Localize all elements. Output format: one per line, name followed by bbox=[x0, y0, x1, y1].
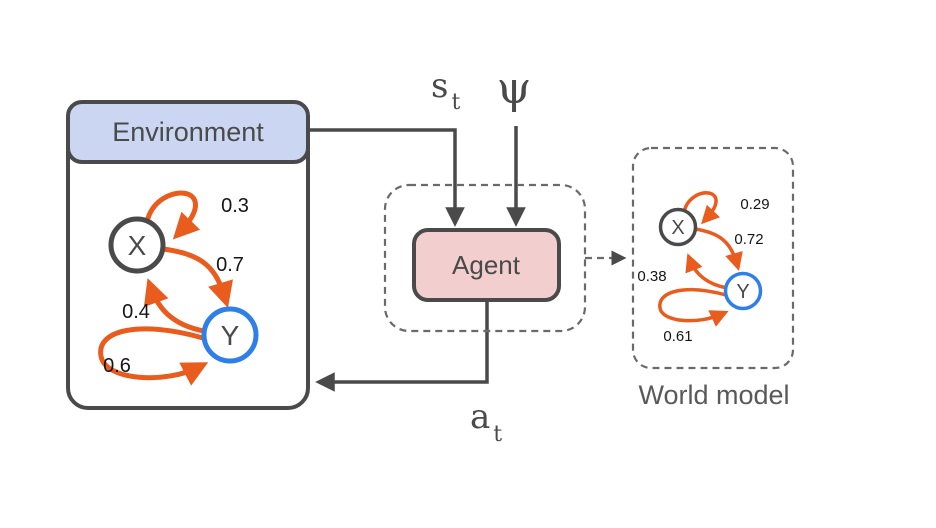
env-prob-yx: 0.4 bbox=[122, 301, 150, 323]
env-edge-y-to-x bbox=[143, 278, 205, 334]
state-arrow bbox=[308, 128, 465, 227]
env-node-y bbox=[201, 306, 259, 364]
wm-node-y-label: Y bbox=[736, 281, 749, 303]
env-node-x bbox=[108, 216, 166, 274]
environment-header bbox=[66, 100, 310, 164]
env-prob-yy: 0.6 bbox=[103, 355, 131, 377]
wm-edge-x-to-y bbox=[694, 227, 743, 271]
world-model-caption: World model bbox=[638, 380, 789, 410]
wm-edge-y-selfloop bbox=[658, 287, 729, 327]
wm-node-x bbox=[658, 207, 698, 247]
env-edge-x-to-y bbox=[162, 246, 233, 308]
wm-prob-yx: 0.38 bbox=[637, 268, 666, 285]
environment-edges bbox=[98, 190, 233, 386]
agent-group: Agent bbox=[383, 183, 587, 333]
wm-edge-y-to-x bbox=[685, 253, 728, 290]
env-node-x-label: X bbox=[128, 230, 147, 261]
wm-prob-yy: 0.61 bbox=[663, 328, 692, 345]
agent-box bbox=[412, 228, 561, 302]
world-model-dashed-outline bbox=[631, 146, 795, 370]
wm-prob-xy: 0.72 bbox=[734, 231, 763, 248]
world-model-edges bbox=[658, 191, 743, 327]
psi-symbol: ψ bbox=[497, 63, 532, 114]
wm-node-y bbox=[723, 271, 763, 311]
env-edge-y-selfloop bbox=[98, 326, 209, 386]
wm-node-x-label: X bbox=[671, 217, 684, 239]
env-node-y-label: Y bbox=[221, 320, 240, 351]
world-model-group: 0.29 0.72 0.38 0.61 X Y World model bbox=[631, 146, 795, 410]
agent-label: Agent bbox=[452, 250, 521, 280]
wm-prob-xx: 0.29 bbox=[740, 196, 769, 213]
env-prob-xy: 0.7 bbox=[216, 254, 244, 276]
agent-dashed-outline bbox=[383, 183, 587, 333]
environment-title: Environment bbox=[112, 117, 264, 147]
environment-box: Environment 0.3 0.7 0.4 0.6 X Y bbox=[66, 100, 310, 410]
action-arrow bbox=[315, 300, 489, 392]
env-edge-x-selfloop bbox=[144, 190, 201, 240]
wm-edge-x-selfloop bbox=[682, 191, 721, 225]
env-prob-xx: 0.3 bbox=[221, 195, 249, 217]
signal-lines bbox=[308, 126, 627, 392]
